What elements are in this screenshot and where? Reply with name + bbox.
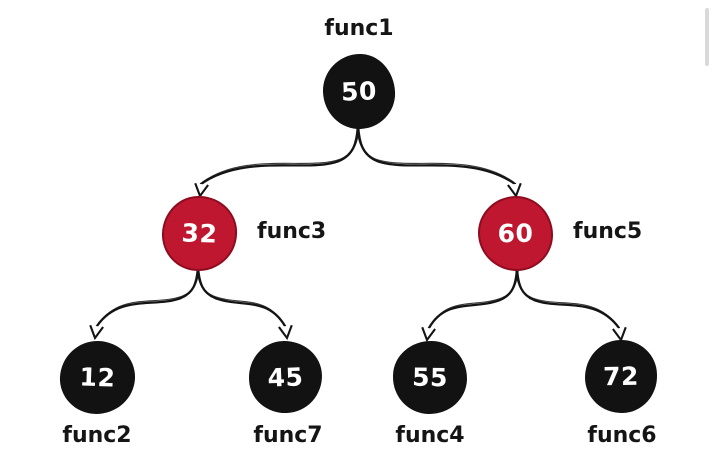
edge-60-72 xyxy=(514,265,627,343)
edge-50-60 xyxy=(355,121,522,199)
node-label-func2: func2 xyxy=(62,423,132,448)
node-value: 32 xyxy=(181,218,218,249)
node-label-func3: func3 xyxy=(257,219,327,244)
arrowhead-icon xyxy=(194,182,209,199)
arrowhead-icon xyxy=(507,182,522,199)
edge-50-32 xyxy=(194,121,361,199)
node-value: 45 xyxy=(267,361,304,393)
node-label-func6: func6 xyxy=(587,423,657,448)
node-label-func1: func1 xyxy=(324,16,394,41)
arrowhead-icon xyxy=(421,326,436,343)
node-value: 72 xyxy=(602,361,640,392)
node-label-func5: func5 xyxy=(573,219,643,244)
node-value: 60 xyxy=(497,218,534,249)
arrowhead-icon xyxy=(612,326,627,343)
scrollbar-fragment[interactable] xyxy=(705,8,709,66)
edge-32-12 xyxy=(89,263,201,341)
node-value: 55 xyxy=(411,362,449,393)
node-label-func7: func7 xyxy=(253,423,323,448)
arrowhead-icon xyxy=(89,324,104,341)
edge-32-45 xyxy=(195,263,293,341)
node-label-func4: func4 xyxy=(395,423,465,448)
arrowhead-icon xyxy=(278,324,293,341)
edge-60-55 xyxy=(421,265,520,343)
node-value: 50 xyxy=(340,76,378,107)
node-value: 12 xyxy=(79,362,116,393)
